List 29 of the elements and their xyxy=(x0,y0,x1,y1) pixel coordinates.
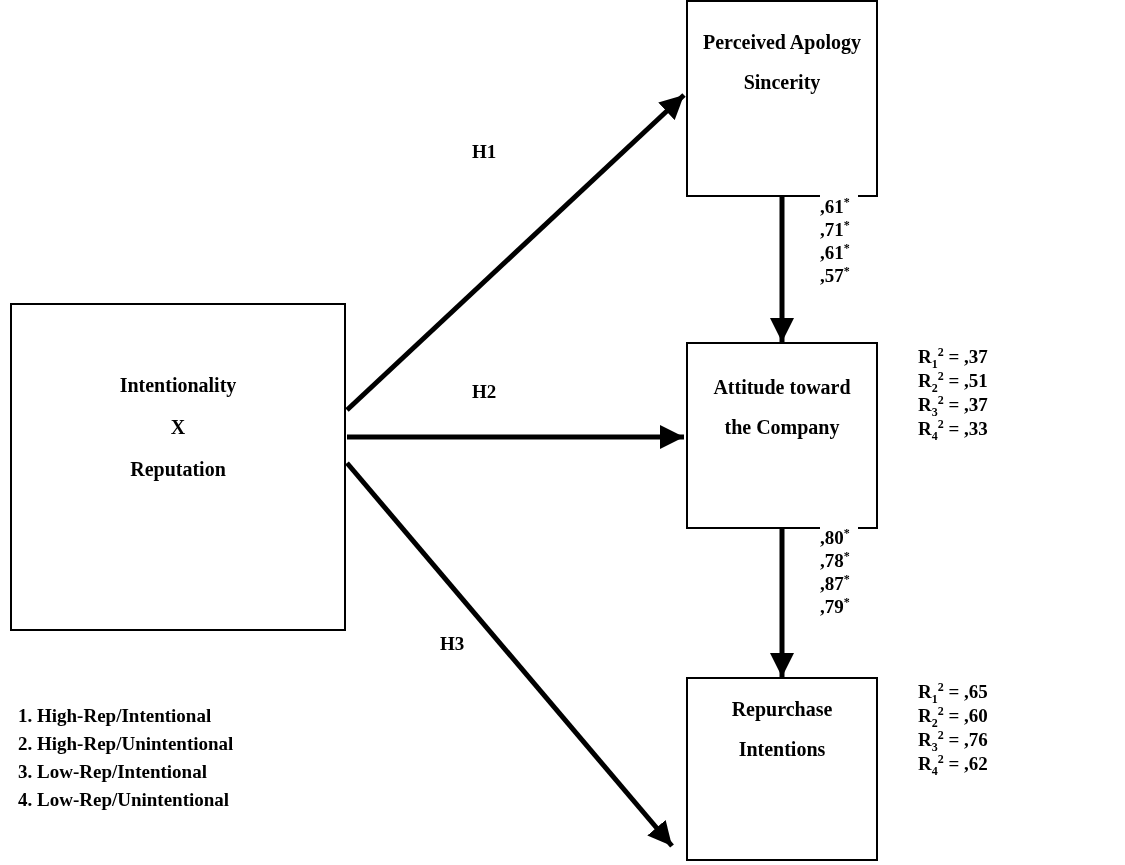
r-squared-value: R$_{1}$$^{2}$ = ,37 xyxy=(918,345,988,368)
node-text: Reputation xyxy=(129,457,227,483)
r-squared-value: R$_{2}$$^{2}$ = ,60 xyxy=(918,704,988,727)
legend-note: 4. Low-Rep/Unintentional xyxy=(18,788,230,812)
node-text: Attitude toward the Company xyxy=(712,375,852,441)
r-squared-value: R$_{4}$$^{2}$ = ,33 xyxy=(918,417,988,440)
r-squared-value: R$_{4}$$^{2}$ = ,62 xyxy=(918,752,988,775)
edge-label: ,61$^{*}$ ,71$^{*}$ ,61$^{*}$ ,57$^{*}$ xyxy=(820,195,858,287)
box xyxy=(686,0,878,197)
box xyxy=(686,342,878,529)
node-text: X xyxy=(169,415,187,440)
edge-label: ,80$^{*}$ ,78$^{*}$ ,87$^{*}$ ,79$^{*}$ xyxy=(820,526,858,618)
box xyxy=(10,303,346,631)
arrow xyxy=(770,529,794,677)
r-squared-value: R$_{1}$$^{2}$ = ,65 xyxy=(918,680,988,703)
r-squared-value: R$_{2}$$^{2}$ = ,51 xyxy=(918,369,988,392)
r-squared-value: R$_{3}$$^{2}$ = ,76 xyxy=(918,728,988,751)
box xyxy=(686,677,878,861)
arrow xyxy=(345,93,686,412)
legend-note: 2. High-Rep/Unintentional xyxy=(18,732,234,756)
node-text: Perceived Apology Sincerity xyxy=(702,30,862,96)
arrow xyxy=(347,425,684,449)
r-squared-value: R$_{3}$$^{2}$ = ,37 xyxy=(918,393,988,416)
node-text: Repurchase Intentions xyxy=(730,697,834,762)
node-text: Intentionality xyxy=(118,373,238,399)
arrow xyxy=(345,461,674,848)
legend-note: 1. High-Rep/Intentional xyxy=(18,704,212,728)
arrow xyxy=(770,197,794,342)
legend-note: 3. Low-Rep/Intentional xyxy=(18,760,207,784)
